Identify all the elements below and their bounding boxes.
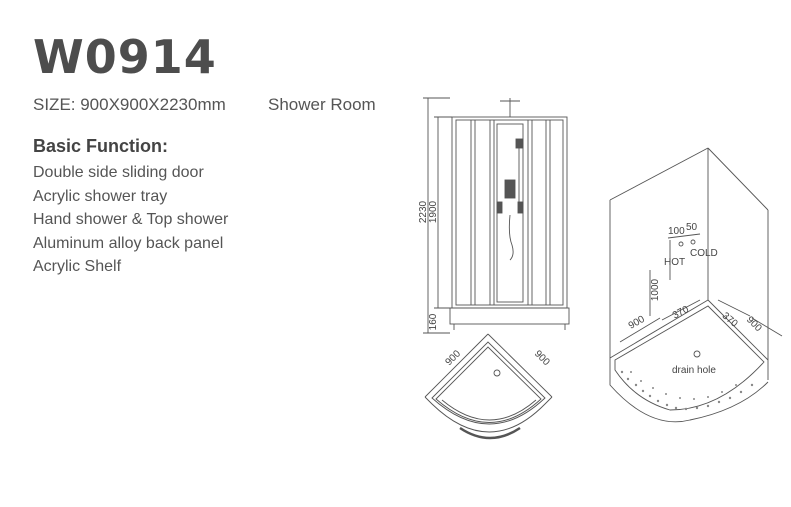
size-spec: SIZE: 900X900X2230mm — [33, 95, 226, 114]
function-item: Acrylic Shelf — [33, 258, 122, 275]
label-hot: HOT — [664, 257, 685, 268]
function-item: Hand shower & Top shower — [33, 211, 229, 228]
dim-100: 100 — [668, 226, 685, 237]
front-view-drawing — [423, 97, 570, 334]
function-item: Aluminum alloy back panel — [33, 234, 224, 252]
dim-1000: 1000 — [650, 278, 661, 301]
dim-900-right: 900 — [744, 314, 764, 334]
dim-top-left: 900 — [443, 348, 463, 368]
top-view-drawing — [424, 333, 553, 440]
iso-view-drawing — [609, 147, 783, 423]
product-type: Shower Room — [268, 95, 376, 114]
function-item: Double side sliding door — [33, 164, 204, 181]
label-drain-hole: drain hole — [672, 365, 716, 376]
label-cold: COLD — [690, 248, 718, 259]
model-number: W0914 — [33, 30, 217, 84]
dim-total-height: 2230 — [418, 200, 429, 223]
function-title: Basic Function: — [33, 136, 169, 156]
dim-900-left: 900 — [627, 314, 647, 332]
dim-top-right: 900 — [532, 348, 552, 368]
function-list: Double side sliding door Acrylic shower … — [33, 161, 228, 279]
dim-370-right: 370 — [720, 311, 740, 330]
dim-cabin-height: 1900 — [428, 200, 439, 223]
tray-texture — [620, 370, 754, 411]
function-item: Acrylic shower tray — [33, 187, 168, 205]
dim-tray-height: 160 — [428, 313, 439, 330]
dim-50: 50 — [686, 222, 698, 233]
